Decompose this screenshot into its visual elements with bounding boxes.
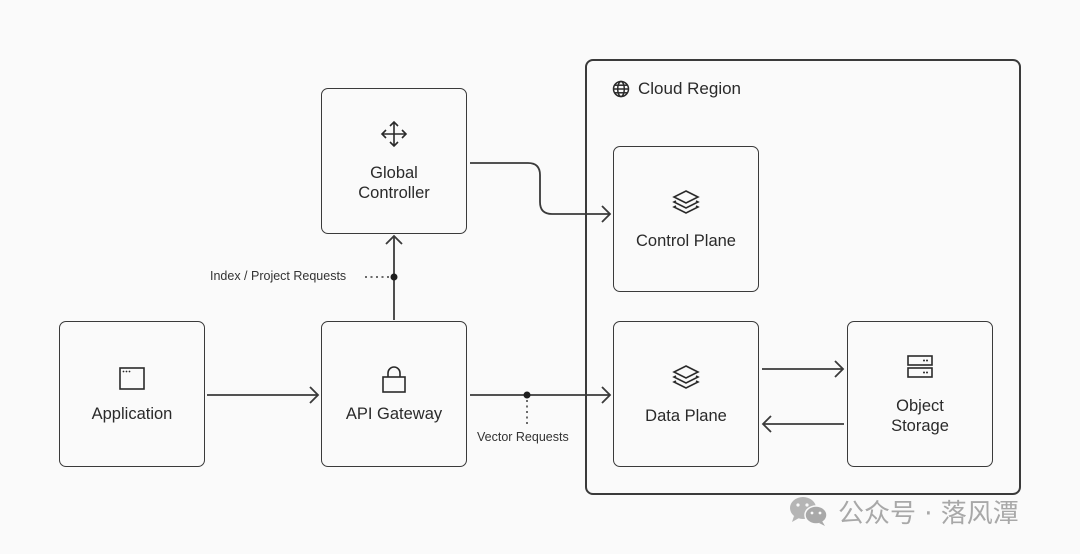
cloud-region-title: Cloud Region [638, 79, 742, 98]
edge-global-controller-to-control-plane [470, 162, 612, 223]
edge-label-index-project-requests: Index / Project Requests [210, 269, 347, 283]
node-data-plane[interactable]: Data Plane [613, 321, 759, 467]
globe-icon [612, 80, 630, 98]
wechat-icon [790, 497, 828, 526]
node-control-plane[interactable]: Control Plane [613, 146, 759, 292]
app-window-icon [119, 367, 145, 390]
node-object-storage[interactable]: Object Storage [847, 321, 993, 467]
node-label: Global Controller [358, 164, 430, 202]
layers-icon [672, 190, 700, 214]
node-api-gateway[interactable]: API Gateway [321, 321, 467, 467]
watermark: 公众号 · 落风潭 [788, 494, 1019, 529]
watermark-text: 公众号 · 落风潭 [838, 498, 1019, 529]
edge-object-storage-to-data-plane [761, 415, 844, 433]
edge-junction-dot [390, 273, 398, 281]
move-arrows-icon [380, 120, 408, 148]
node-label: Control Plane [636, 232, 736, 250]
node-label: API Gateway [345, 405, 443, 423]
edge-data-plane-to-object-storage [762, 360, 845, 378]
node-label: Application [91, 405, 173, 423]
node-global-controller[interactable]: Global Controller [321, 88, 467, 234]
node-label: Data Plane [645, 407, 727, 425]
cloud-region-header: Cloud Region [612, 78, 741, 100]
node-label: Object Storage [891, 397, 949, 435]
layers-icon [672, 365, 700, 389]
edge-junction-dot [523, 391, 531, 399]
edge-application-to-api-gateway [207, 386, 320, 404]
cloud-region-container [585, 59, 1021, 495]
node-application[interactable]: Application [59, 321, 205, 467]
lock-icon [382, 366, 406, 393]
edge-label-vector-requests: Vector Requests [477, 430, 569, 444]
server-icon [907, 355, 933, 378]
edge-api-gateway-to-global-controller [365, 234, 403, 320]
edge-api-gateway-to-data-plane [470, 386, 612, 426]
